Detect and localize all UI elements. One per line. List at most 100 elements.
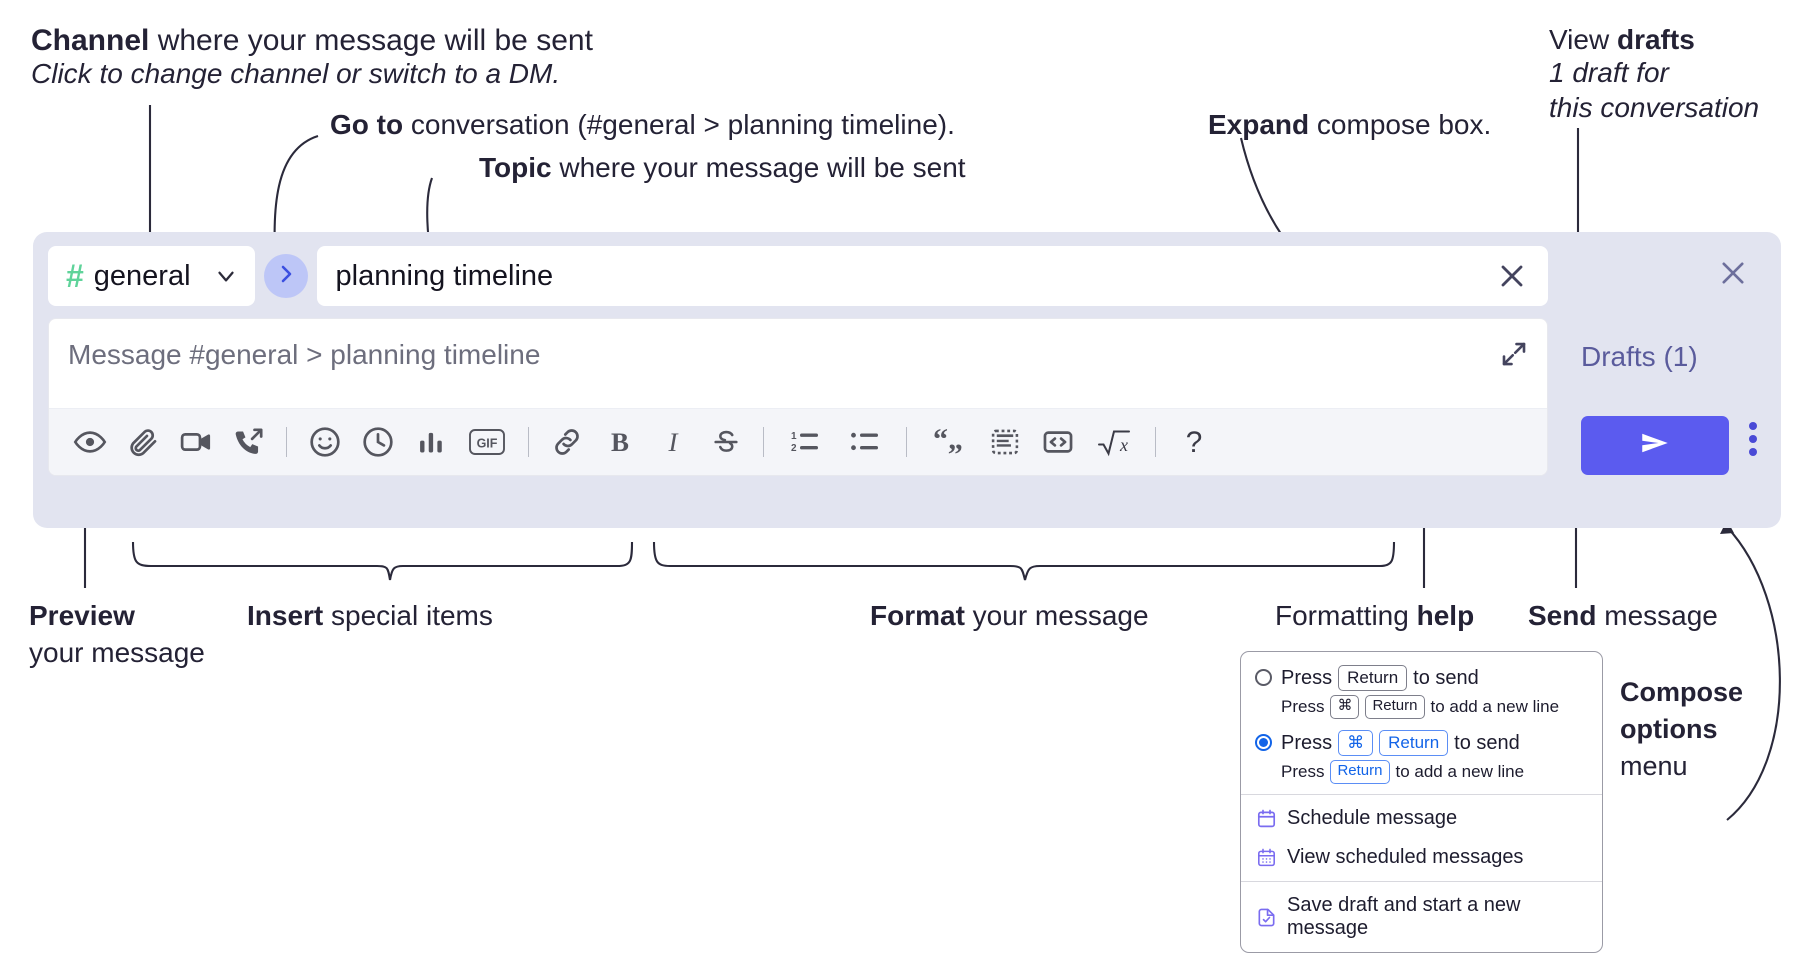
menu-item-schedule-message[interactable]: Schedule message	[1241, 799, 1602, 838]
menu-option-subline: Press Return to add a new line	[1241, 756, 1602, 786]
blockquote-icon[interactable]: “„	[918, 416, 978, 468]
strikethrough-icon[interactable]	[699, 416, 752, 468]
compose-panel: # general planning timeline	[33, 232, 1781, 528]
attachment-icon[interactable]	[116, 416, 169, 468]
svg-text:1: 1	[791, 431, 797, 442]
menu-subline-suffix: to add a new line	[1430, 697, 1560, 717]
menu-option-prefix: Press	[1281, 666, 1333, 689]
annotation-help-plain: Formatting	[1275, 600, 1417, 631]
toolbar-divider	[1155, 427, 1156, 457]
annotation-compose-menu-bold2: options	[1620, 714, 1718, 744]
menu-divider	[1241, 881, 1602, 882]
close-compose-icon[interactable]	[1716, 256, 1750, 290]
annotation-goto-rest: conversation (#general > planning timeli…	[403, 109, 955, 140]
compose-options-menu[interactable]: Press Return to send Press ⌘ Return to a…	[1240, 651, 1603, 953]
message-input[interactable]: Message #general > planning timeline	[49, 319, 1547, 408]
video-camera-icon[interactable]	[169, 416, 222, 468]
menu-subline-prefix: Press	[1281, 697, 1325, 717]
menu-item-save-draft[interactable]: Save draft and start a new message	[1241, 886, 1602, 948]
help-icon[interactable]: ?	[1167, 416, 1220, 468]
menu-item-label: Save draft and start a new message	[1287, 894, 1521, 939]
menu-option-line: Press ⌘ Return to send	[1281, 730, 1520, 757]
code-block-icon[interactable]	[978, 416, 1031, 468]
topic-value: planning timeline	[335, 259, 554, 292]
menu-option-prefix: Press	[1281, 731, 1333, 754]
menu-subline-prefix: Press	[1281, 762, 1325, 782]
menu-item-label: View scheduled messages	[1287, 846, 1524, 868]
annotation-expand: Expand compose box.	[1208, 107, 1491, 143]
annotation-drafts-line3-text: this conversation	[1549, 92, 1760, 123]
menu-subline-suffix: to add a new line	[1395, 762, 1525, 782]
annotation-expand-rest: compose box.	[1309, 109, 1492, 140]
emoji-icon[interactable]	[298, 416, 351, 468]
svg-text:x: x	[1119, 435, 1128, 455]
annotation-send: Send message	[1528, 598, 1718, 634]
bold-icon[interactable]: B	[593, 416, 646, 468]
compose-right-rail: Drafts (1)	[1551, 232, 1781, 528]
message-placeholder: Message #general > planning timeline	[68, 339, 541, 370]
menu-item-label: Schedule message	[1287, 807, 1458, 829]
expand-compose-icon[interactable]	[1499, 339, 1529, 369]
gif-icon[interactable]: GIF	[457, 416, 517, 468]
channel-name: general	[93, 259, 191, 292]
bulleted-list-icon[interactable]	[835, 416, 895, 468]
toolbar-divider	[528, 427, 529, 457]
math-icon[interactable]: x	[1084, 416, 1144, 468]
clear-topic-icon[interactable]	[1494, 258, 1530, 294]
ordered-list-icon[interactable]: 1 2	[775, 416, 835, 468]
send-paper-plane-icon	[1635, 426, 1675, 465]
compose-main-column: # general planning timeline	[48, 246, 1548, 476]
kebab-dot	[1749, 448, 1757, 456]
inline-code-icon[interactable]	[1031, 416, 1084, 468]
kebab-dot	[1749, 435, 1757, 443]
annotation-channel-sub-text: Click to change channel or switch to a D…	[31, 58, 561, 89]
drafts-link[interactable]: Drafts (1)	[1581, 341, 1698, 372]
key-return: Return	[1338, 665, 1408, 692]
kebab-dot	[1749, 422, 1757, 430]
calendar-icon	[1255, 808, 1277, 830]
radio-button-unselected[interactable]	[1255, 669, 1272, 686]
menu-draft-group: Save draft and start a new message	[1241, 882, 1602, 952]
compose-context-row: # general planning timeline	[48, 246, 1548, 306]
annotation-topic-rest: where your message will be sent	[551, 152, 966, 183]
go-to-conversation-button[interactable]	[263, 254, 308, 298]
italic-icon[interactable]: I	[646, 416, 699, 468]
formatting-toolbar: GIF B I	[49, 408, 1547, 475]
radio-button-selected[interactable]	[1255, 734, 1272, 751]
channel-selector[interactable]: # general	[48, 246, 255, 306]
annotation-channel-rest: where your message will be sent	[149, 24, 593, 57]
key-return: Return	[1330, 760, 1390, 784]
toolbar-divider	[906, 427, 907, 457]
send-shortcut-options: Press Return to send Press ⌘ Return to a…	[1241, 652, 1602, 794]
menu-radio-option[interactable]: Press ⌘ Return to send	[1241, 727, 1602, 757]
annotation-channel-sub: Click to change channel or switch to a D…	[31, 56, 560, 92]
annotation-help: Formatting help	[1275, 598, 1474, 634]
annotation-drafts-line2-text: 1 draft for	[1549, 57, 1669, 88]
annotation-format-rest: your message	[964, 600, 1149, 631]
preview-icon[interactable]	[63, 416, 116, 468]
annotation-format-bold: Format	[870, 600, 965, 631]
svg-text:“„: “„	[933, 425, 963, 456]
calendar-grid-icon	[1255, 847, 1277, 869]
message-compose-card: Message #general > planning timeline	[48, 318, 1548, 476]
key-command: ⌘	[1338, 730, 1374, 757]
menu-radio-option[interactable]: Press Return to send	[1241, 662, 1602, 692]
annotation-compose-menu-bold1: Compose	[1620, 677, 1744, 707]
phone-forward-icon[interactable]	[222, 416, 275, 468]
annotation-preview-bold: Preview	[29, 598, 135, 634]
menu-item-view-scheduled-messages[interactable]: View scheduled messages	[1241, 838, 1602, 877]
key-return: Return	[1379, 730, 1449, 757]
send-button[interactable]	[1581, 416, 1729, 475]
clock-icon[interactable]	[351, 416, 404, 468]
compose-options-button[interactable]	[1749, 422, 1757, 456]
key-command: ⌘	[1330, 695, 1360, 719]
svg-text:2: 2	[791, 443, 797, 454]
bar-chart-icon[interactable]	[404, 416, 457, 468]
link-icon[interactable]	[540, 416, 593, 468]
annotation-insert: Insert special items	[247, 598, 493, 634]
annotation-send-rest: message	[1596, 600, 1718, 631]
svg-text:I: I	[667, 427, 679, 457]
menu-option-suffix: to send	[1454, 731, 1520, 754]
annotation-topic: Topic where your message will be sent	[479, 150, 966, 186]
topic-input[interactable]: planning timeline	[316, 246, 1548, 306]
